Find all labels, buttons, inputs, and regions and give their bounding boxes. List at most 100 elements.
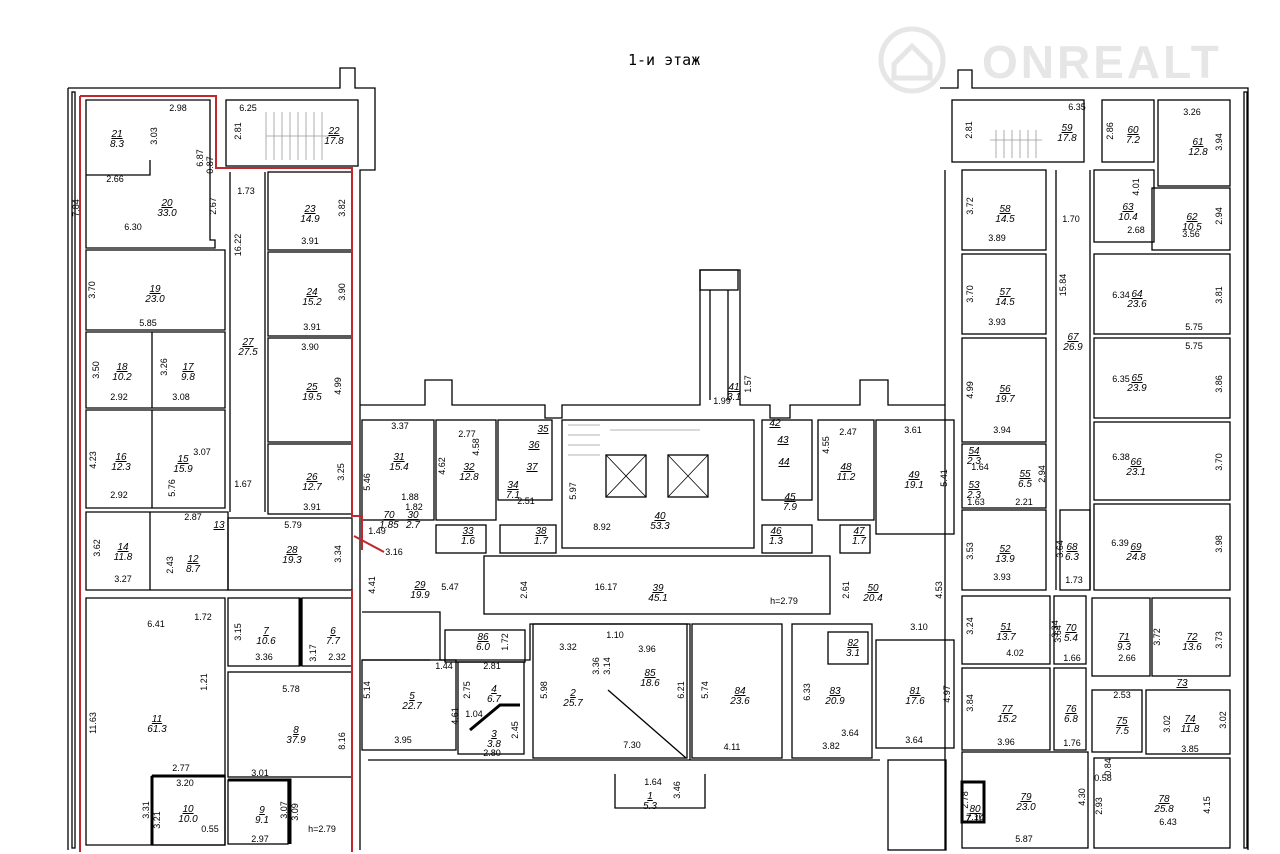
room-number-r10: 10 bbox=[182, 804, 194, 815]
room-number-r13: 13 bbox=[213, 520, 225, 531]
dimension-label: 3.72 bbox=[1152, 628, 1162, 646]
dimension-label: 5.75 bbox=[1185, 322, 1203, 332]
room-area-r8: 37.9 bbox=[286, 735, 306, 746]
dimension-label: h=2.79 bbox=[770, 596, 798, 606]
dimension-label: 16.22 bbox=[233, 234, 243, 257]
room-area-r55: 6.5 bbox=[1018, 479, 1032, 490]
dimension-label: 3.98 bbox=[1214, 535, 1224, 553]
dimension-label: 4.41 bbox=[367, 576, 377, 594]
room-number-r80: 80 bbox=[969, 804, 981, 815]
room-area-r9: 9.1 bbox=[255, 815, 269, 826]
dimension-label: 1.82 bbox=[405, 502, 423, 512]
dimension-label: 3.95 bbox=[394, 735, 412, 745]
room-number-r83: 83 bbox=[829, 686, 841, 697]
room-area-r57: 14.5 bbox=[995, 297, 1015, 308]
room-number-r2: 2 bbox=[569, 688, 576, 699]
dimension-label: 6.87 bbox=[195, 149, 205, 167]
room-labels: 218.32033.02217.82314.92415.22519.52612.… bbox=[110, 123, 1208, 826]
dimension-label: 3.25 bbox=[336, 463, 346, 481]
dimension-label: 1.04 bbox=[465, 709, 483, 719]
dimension-label: 0.84 bbox=[1103, 758, 1113, 776]
dimension-label: 4.02 bbox=[1006, 648, 1024, 658]
room-number-r70l: 70 bbox=[383, 510, 395, 521]
dimension-label: 2.97 bbox=[251, 834, 269, 844]
room-number-r34: 34 bbox=[507, 480, 519, 491]
room-area-r27: 27.5 bbox=[237, 347, 258, 358]
dimension-label: 3.07 bbox=[279, 801, 289, 819]
room-area-r45: 7.9 bbox=[783, 502, 797, 513]
dimension-label: 3.37 bbox=[391, 421, 409, 431]
dimension-label: 5.47 bbox=[441, 582, 459, 592]
dimension-label: 6.41 bbox=[147, 619, 165, 629]
room-area-r18: 10.2 bbox=[112, 372, 132, 383]
room-number-r55: 55 bbox=[1019, 469, 1031, 480]
dimension-label: 3.01 bbox=[251, 768, 269, 778]
room-number-r15: 15 bbox=[177, 454, 189, 465]
dimension-label: 3.15 bbox=[233, 623, 243, 641]
dimension-label: 2.81 bbox=[483, 661, 501, 671]
room-number-r49: 49 bbox=[908, 470, 920, 481]
room-area-r21: 8.3 bbox=[110, 139, 124, 150]
room-number-r20: 20 bbox=[160, 198, 173, 209]
room-area-r39: 45.1 bbox=[648, 593, 667, 604]
dimension-label: 3.62 bbox=[92, 539, 102, 557]
room-area-r64: 23.6 bbox=[1126, 299, 1147, 310]
room-area-r31: 15.4 bbox=[389, 462, 409, 473]
dimension-label: 1.70 bbox=[1062, 214, 1080, 224]
room-number-r38: 38 bbox=[535, 526, 547, 537]
dimension-label: 3.16 bbox=[385, 547, 403, 557]
dimension-label: 1.99 bbox=[713, 396, 731, 406]
dimension-label: 5.14 bbox=[362, 681, 372, 699]
dimension-label: 2.61 bbox=[841, 581, 851, 599]
dimension-label: 5.98 bbox=[539, 681, 549, 699]
room-number-r59: 59 bbox=[1061, 123, 1073, 134]
room-area-r46: 1.3 bbox=[769, 536, 783, 547]
dimension-label: 5.46 bbox=[362, 473, 372, 491]
room-area-r61: 12.8 bbox=[1188, 147, 1208, 158]
dimension-label: 3.70 bbox=[87, 281, 97, 299]
dimension-label: 6.30 bbox=[124, 222, 142, 232]
dimension-label: 3.81 bbox=[1214, 286, 1224, 304]
dimension-label: 2.75 bbox=[462, 681, 472, 699]
room-area-r1: 5.3 bbox=[643, 801, 657, 812]
dimension-label: 6.21 bbox=[676, 681, 686, 699]
dimension-label: 2.94 bbox=[1214, 207, 1224, 225]
dimension-label: 1.21 bbox=[199, 673, 209, 691]
room-area-r86: 6.0 bbox=[476, 642, 490, 653]
room-number-r41: 41 bbox=[728, 382, 739, 393]
dimension-label: 3.53 bbox=[965, 542, 975, 560]
dimension-label: 3.32 bbox=[559, 642, 577, 652]
dimension-label: 1.57 bbox=[743, 375, 753, 393]
highlight-boundary bbox=[79, 95, 363, 852]
room-area-r26: 12.7 bbox=[302, 482, 322, 493]
stair-59 bbox=[990, 130, 1042, 158]
dimension-label: 3.84 bbox=[965, 694, 975, 712]
room-number-r54: 54 bbox=[968, 446, 980, 457]
room-number-r23: 23 bbox=[303, 204, 316, 215]
house-icon bbox=[878, 26, 946, 94]
room-area-r4: 6.7 bbox=[487, 694, 501, 705]
dimension-label: 4.55 bbox=[821, 436, 831, 454]
room-number-r74: 74 bbox=[1184, 714, 1196, 725]
room-number-r48: 48 bbox=[840, 462, 852, 473]
dimension-label: 4.62 bbox=[437, 457, 447, 475]
room-number-r81: 81 bbox=[909, 686, 920, 697]
dimension-label: 1.73 bbox=[237, 186, 255, 196]
dimension-label: 3.24 bbox=[965, 617, 975, 635]
dimension-label: 3.86 bbox=[1214, 375, 1224, 393]
stair-40 bbox=[568, 424, 700, 456]
room-area-r38: 1.7 bbox=[534, 536, 548, 547]
dimension-label: 5.85 bbox=[139, 318, 157, 328]
room-number-r28: 28 bbox=[285, 545, 298, 556]
dimension-label: 8.92 bbox=[593, 522, 611, 532]
room-area-r49: 19.1 bbox=[904, 480, 923, 491]
room-area-r72: 13.6 bbox=[1182, 642, 1202, 653]
room-number-r67: 67 bbox=[1067, 332, 1079, 343]
room-area-r79: 23.0 bbox=[1015, 802, 1036, 813]
room-number-r21: 21 bbox=[110, 129, 122, 140]
dimension-label: 1.72 bbox=[500, 633, 510, 651]
room-number-r50: 50 bbox=[867, 583, 879, 594]
room-number-r36: 36 bbox=[528, 440, 540, 451]
room-area-r69: 24.8 bbox=[1125, 552, 1146, 563]
dimension-label: 2.67 bbox=[208, 197, 218, 215]
